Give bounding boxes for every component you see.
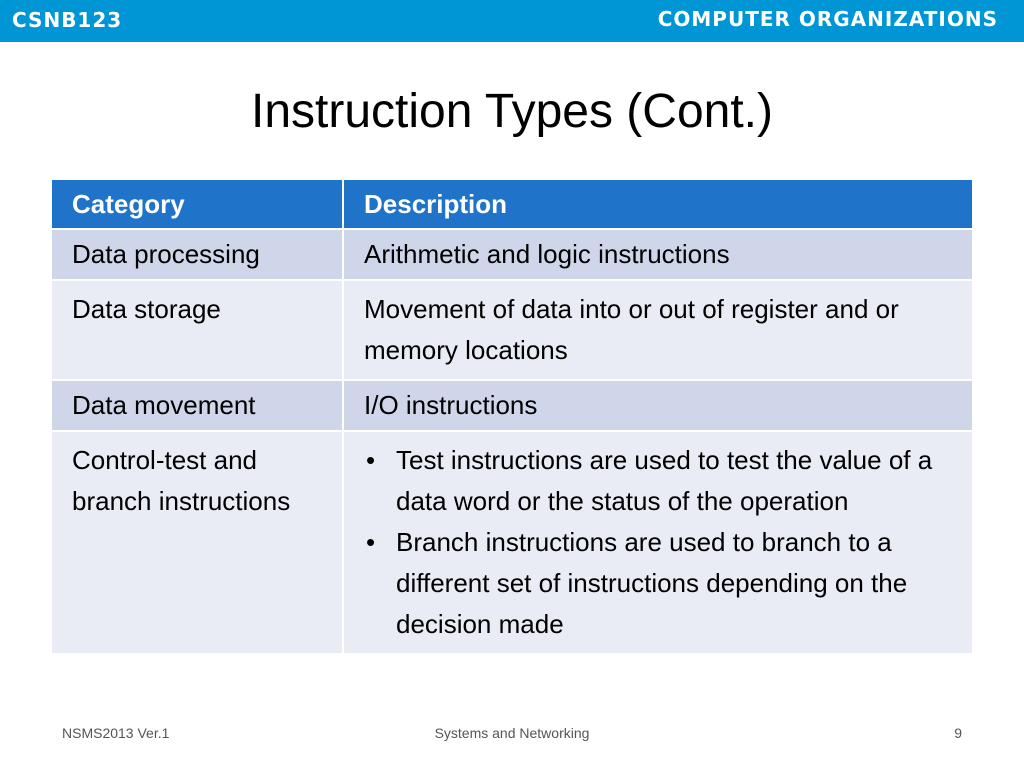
footer-version: NSMS2013 Ver.1 bbox=[62, 725, 170, 741]
description-cell: Movement of data into or out of register… bbox=[343, 279, 972, 380]
table-row: Control-test and branch instructions Tes… bbox=[52, 430, 972, 653]
bullet-item: Test instructions are used to test the v… bbox=[366, 440, 952, 522]
slide-title: Instruction Types (Cont.) bbox=[251, 85, 773, 138]
category-cell: Control-test and branch instructions bbox=[52, 430, 344, 653]
page-number: 9 bbox=[954, 725, 962, 741]
description-cell: Arithmetic and logic instructions bbox=[343, 228, 972, 280]
table-header-row: Category Description bbox=[52, 180, 972, 229]
table-row: Data storage Movement of data into or ou… bbox=[52, 279, 972, 380]
column-header-category: Category bbox=[52, 180, 344, 229]
category-cell: Data movement bbox=[52, 379, 344, 431]
description-bullet-list: Test instructions are used to test the v… bbox=[364, 440, 952, 645]
table-row: Data processing Arithmetic and logic ins… bbox=[52, 228, 972, 280]
table-row: Data movement I/O instructions bbox=[52, 379, 972, 431]
description-cell: Test instructions are used to test the v… bbox=[343, 430, 972, 653]
course-name: COMPUTER ORGANIZATIONS bbox=[657, 7, 998, 31]
bullet-item: Branch instructions are used to branch t… bbox=[366, 522, 952, 645]
description-cell: I/O instructions bbox=[343, 379, 972, 431]
footer-course-title: Systems and Networking bbox=[434, 725, 590, 741]
header-bar: CSNB123 COMPUTER ORGANIZATIONS bbox=[0, 0, 1024, 42]
category-cell: Data storage bbox=[52, 279, 344, 380]
instruction-types-table: Category Description Data processing Ari… bbox=[52, 180, 972, 653]
column-header-description: Description bbox=[343, 180, 972, 229]
category-cell: Data processing bbox=[52, 228, 344, 280]
course-code: CSNB123 bbox=[12, 8, 123, 32]
